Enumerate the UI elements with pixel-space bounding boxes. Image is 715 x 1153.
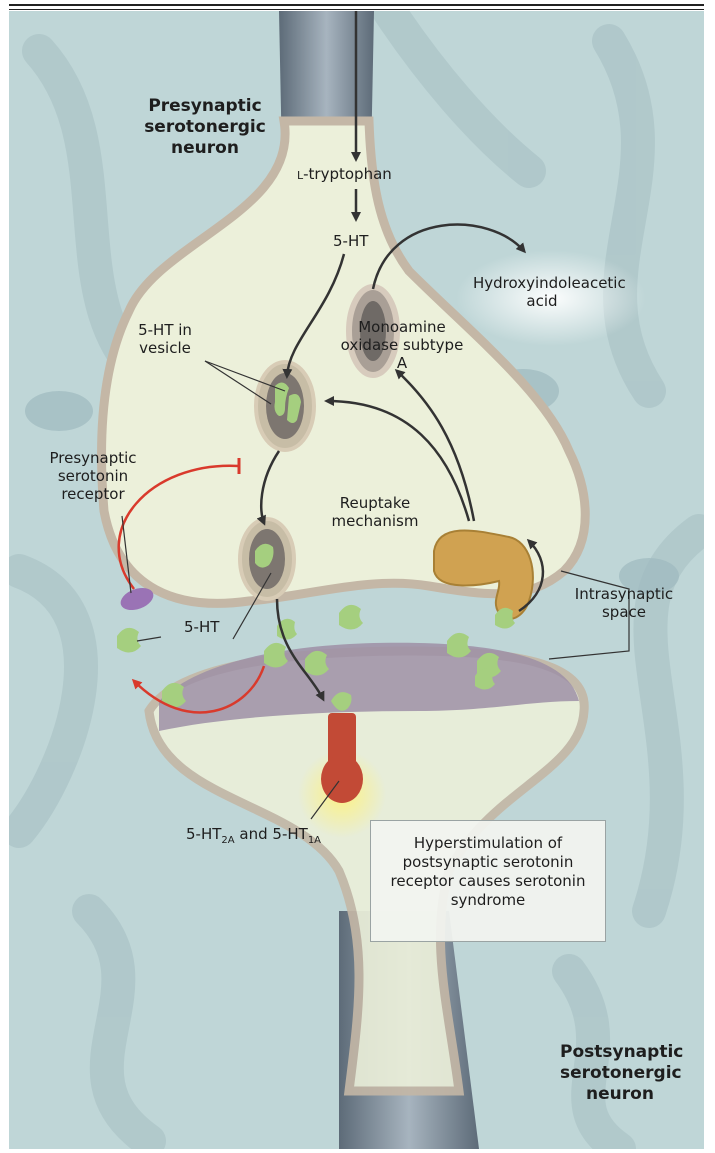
receptor-subtypes-label: 5-HT2A and 5-HT1A xyxy=(186,825,321,850)
postsynaptic-neuron-label: Postsynaptic serotonergic neuron xyxy=(560,1042,680,1105)
reuptake-label: Reuptake mechanism xyxy=(330,494,420,530)
l-tryptophan-label: l-tryptophan xyxy=(297,165,392,183)
receptor-and-text: and xyxy=(239,825,267,843)
intrasynaptic-label: Intrasynaptic space xyxy=(574,585,674,621)
receptor-a-text: 5-HT xyxy=(186,825,221,843)
receptor-a-sub: 2A xyxy=(221,835,234,846)
hyperstimulation-text: Hyperstimulation of postsynaptic seroton… xyxy=(371,821,605,910)
five-ht-mid-label: 5-HT xyxy=(184,618,219,636)
hyperstimulation-callout: Hyperstimulation of postsynaptic seroton… xyxy=(370,820,606,942)
mao-label: Monoamine oxidase subtype A xyxy=(337,318,467,372)
receptor-b-sub: 1A xyxy=(308,835,321,846)
presynaptic-receptor-label: Presynaptic serotonin receptor xyxy=(38,449,148,503)
hydroxyindoleacetic-label: Hydroxyindoleacetic acid xyxy=(473,274,611,310)
five-ht-top-label: 5-HT xyxy=(333,232,368,250)
five-ht-vesicle-label: 5-HT in vesicle xyxy=(120,321,210,357)
receptor-b-text: 5-HT xyxy=(272,825,307,843)
presynaptic-neuron-label: Presynaptic serotonergic neuron xyxy=(140,96,270,159)
tryptophan-text: -tryptophan xyxy=(303,165,392,183)
